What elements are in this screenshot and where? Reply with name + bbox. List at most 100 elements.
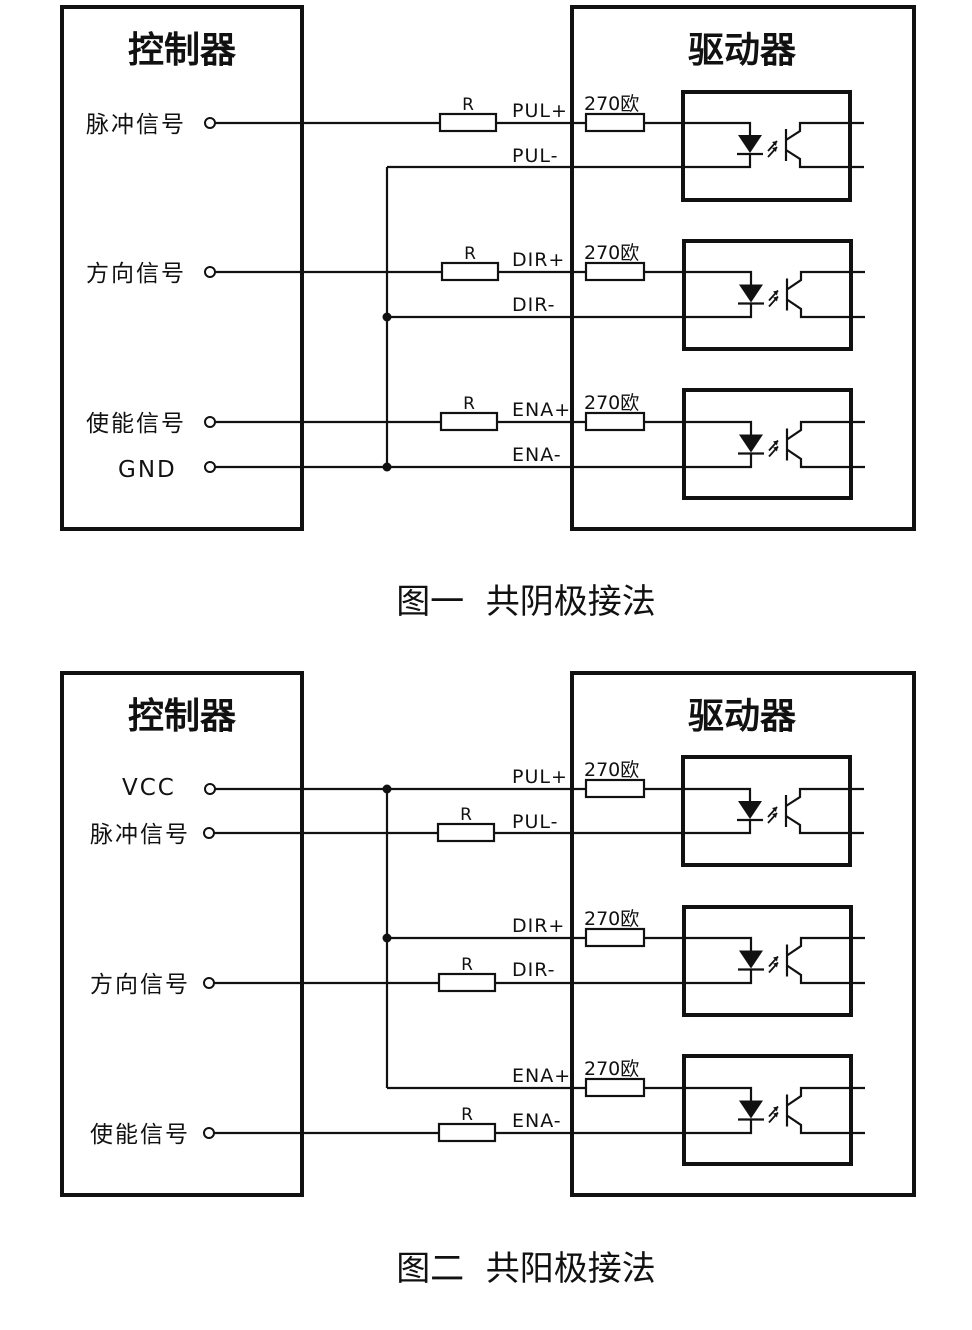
- pin-label-dir-minus: DIR-: [512, 959, 556, 981]
- transistor-collector: [785, 121, 864, 141]
- internal-resistor-label: 270欧: [584, 1058, 639, 1080]
- junction-dot: [382, 933, 392, 943]
- signal-label-pulse: 脉冲信号: [86, 112, 186, 138]
- pin-label-ena-minus: ENA-: [512, 444, 562, 466]
- led-cathode-wire: [684, 304, 753, 319]
- signal-label-vcc: VCC: [122, 775, 176, 801]
- internal-resistor-dir: [584, 261, 646, 282]
- led-cathode-wire: [683, 155, 752, 169]
- arrow-head: [772, 141, 777, 146]
- controller-title: 控制器: [128, 30, 237, 71]
- controller-title: 控制器: [128, 696, 237, 737]
- led-anode-wire: [683, 121, 752, 135]
- optocoupler-ena: [682, 1054, 865, 1166]
- arrow-head: [773, 296, 778, 302]
- pin-label-pul-minus: PUL-: [512, 811, 558, 833]
- terminal-direction: [204, 266, 216, 278]
- resistor-label: R: [460, 805, 472, 825]
- arrow-head: [772, 813, 777, 818]
- internal-resistor-label: 270欧: [584, 392, 639, 414]
- optocoupler-dir: [682, 239, 865, 351]
- optocoupler-pul: [681, 755, 864, 867]
- pin-label-ena-plus: ENA+: [512, 399, 571, 421]
- led-icon: [738, 801, 762, 819]
- led-cathode-wire: [683, 821, 752, 835]
- terminal-gnd: [204, 461, 216, 473]
- resistor-enable: [439, 411, 499, 432]
- optocoupler-ena: [682, 388, 865, 500]
- resistor-enable: [437, 1122, 497, 1143]
- pin-label-ena-minus: ENA-: [512, 1110, 562, 1132]
- diagram-common-cathode: 控制器 驱动器 脉冲信号 方向信号 使能信号 GND R R R PUL+ PU…: [60, 5, 916, 622]
- led-icon: [739, 1100, 763, 1119]
- optocoupler-box: [681, 755, 852, 867]
- transistor-collector: [785, 787, 864, 807]
- junction-dot: [382, 312, 392, 322]
- internal-resistor-label: 270欧: [584, 242, 639, 264]
- resistor-label: R: [462, 95, 474, 115]
- internal-resistor-label: 270欧: [584, 759, 639, 781]
- arrow-head: [773, 1106, 778, 1112]
- pin-label-ena-plus: ENA+: [512, 1065, 571, 1087]
- driver-title: 驱动器: [688, 30, 797, 71]
- terminal-pulse: [204, 117, 216, 129]
- resistor-pulse: [436, 822, 496, 843]
- driver-box: [570, 5, 916, 531]
- led-anode-wire: [684, 936, 753, 951]
- arrow-head: [773, 956, 778, 962]
- terminal-enable: [203, 1127, 215, 1139]
- resistor-direction: [440, 261, 500, 282]
- internal-resistor-label: 270欧: [584, 908, 639, 930]
- optocoupler-pul: [681, 90, 864, 202]
- optocoupler-box: [682, 239, 853, 351]
- terminal-enable: [204, 416, 216, 428]
- transistor-collector: [786, 270, 865, 291]
- resistor-pulse: [438, 112, 498, 133]
- transistor-emitter: [786, 298, 865, 319]
- internal-resistor-dir: [584, 927, 646, 948]
- signal-label-pulse: 脉冲信号: [90, 822, 190, 848]
- arrow-head: [772, 147, 777, 152]
- caption-common-anode: 图二 共阳极接法: [396, 1249, 656, 1289]
- led-cathode-wire: [684, 970, 753, 985]
- led-cathode-wire: [684, 1120, 753, 1135]
- led-anode-wire: [684, 270, 753, 285]
- pin-label-dir-plus: DIR+: [512, 915, 565, 937]
- terminal-vcc: [204, 783, 216, 795]
- internal-resistor-label: 270欧: [584, 93, 639, 115]
- signal-label-enable: 使能信号: [90, 1122, 190, 1148]
- led-anode-wire: [684, 1086, 753, 1101]
- optocoupler-box: [681, 90, 852, 202]
- transistor-collector: [786, 420, 865, 441]
- optocoupler-box: [682, 388, 853, 500]
- arrow-head: [773, 446, 778, 452]
- led-icon: [739, 284, 763, 303]
- transistor-emitter: [786, 1114, 865, 1135]
- signal-label-gnd: GND: [118, 457, 177, 483]
- resistor-direction: [437, 972, 497, 993]
- led-icon: [739, 950, 763, 969]
- arrow-head: [773, 1112, 778, 1118]
- internal-resistor-pul: [584, 112, 646, 133]
- junction-dot: [382, 462, 392, 472]
- pin-label-pul-plus: PUL+: [512, 766, 568, 788]
- controller-box: [60, 5, 304, 531]
- pin-label-dir-minus: DIR-: [512, 294, 556, 316]
- terminal-direction: [203, 977, 215, 989]
- transistor-emitter: [785, 815, 864, 835]
- arrow-head: [773, 290, 778, 296]
- optocoupler-box: [682, 1054, 853, 1166]
- arrow-head: [773, 440, 778, 446]
- led-icon: [738, 135, 762, 153]
- led-anode-wire: [683, 787, 752, 801]
- driver-title: 驱动器: [688, 696, 797, 737]
- resistor-label: R: [461, 955, 473, 975]
- resistor-label: R: [464, 244, 476, 264]
- optocoupler-box: [682, 905, 853, 1017]
- internal-resistor-pul: [584, 778, 646, 799]
- transistor-collector: [786, 936, 865, 957]
- diagram-common-anode: 控制器 驱动器 VCC 脉冲信号 方向信号 使能信号 R R R PUL+ PU…: [60, 671, 916, 1289]
- transistor-emitter: [785, 149, 864, 169]
- signal-label-direction: 方向信号: [90, 972, 190, 998]
